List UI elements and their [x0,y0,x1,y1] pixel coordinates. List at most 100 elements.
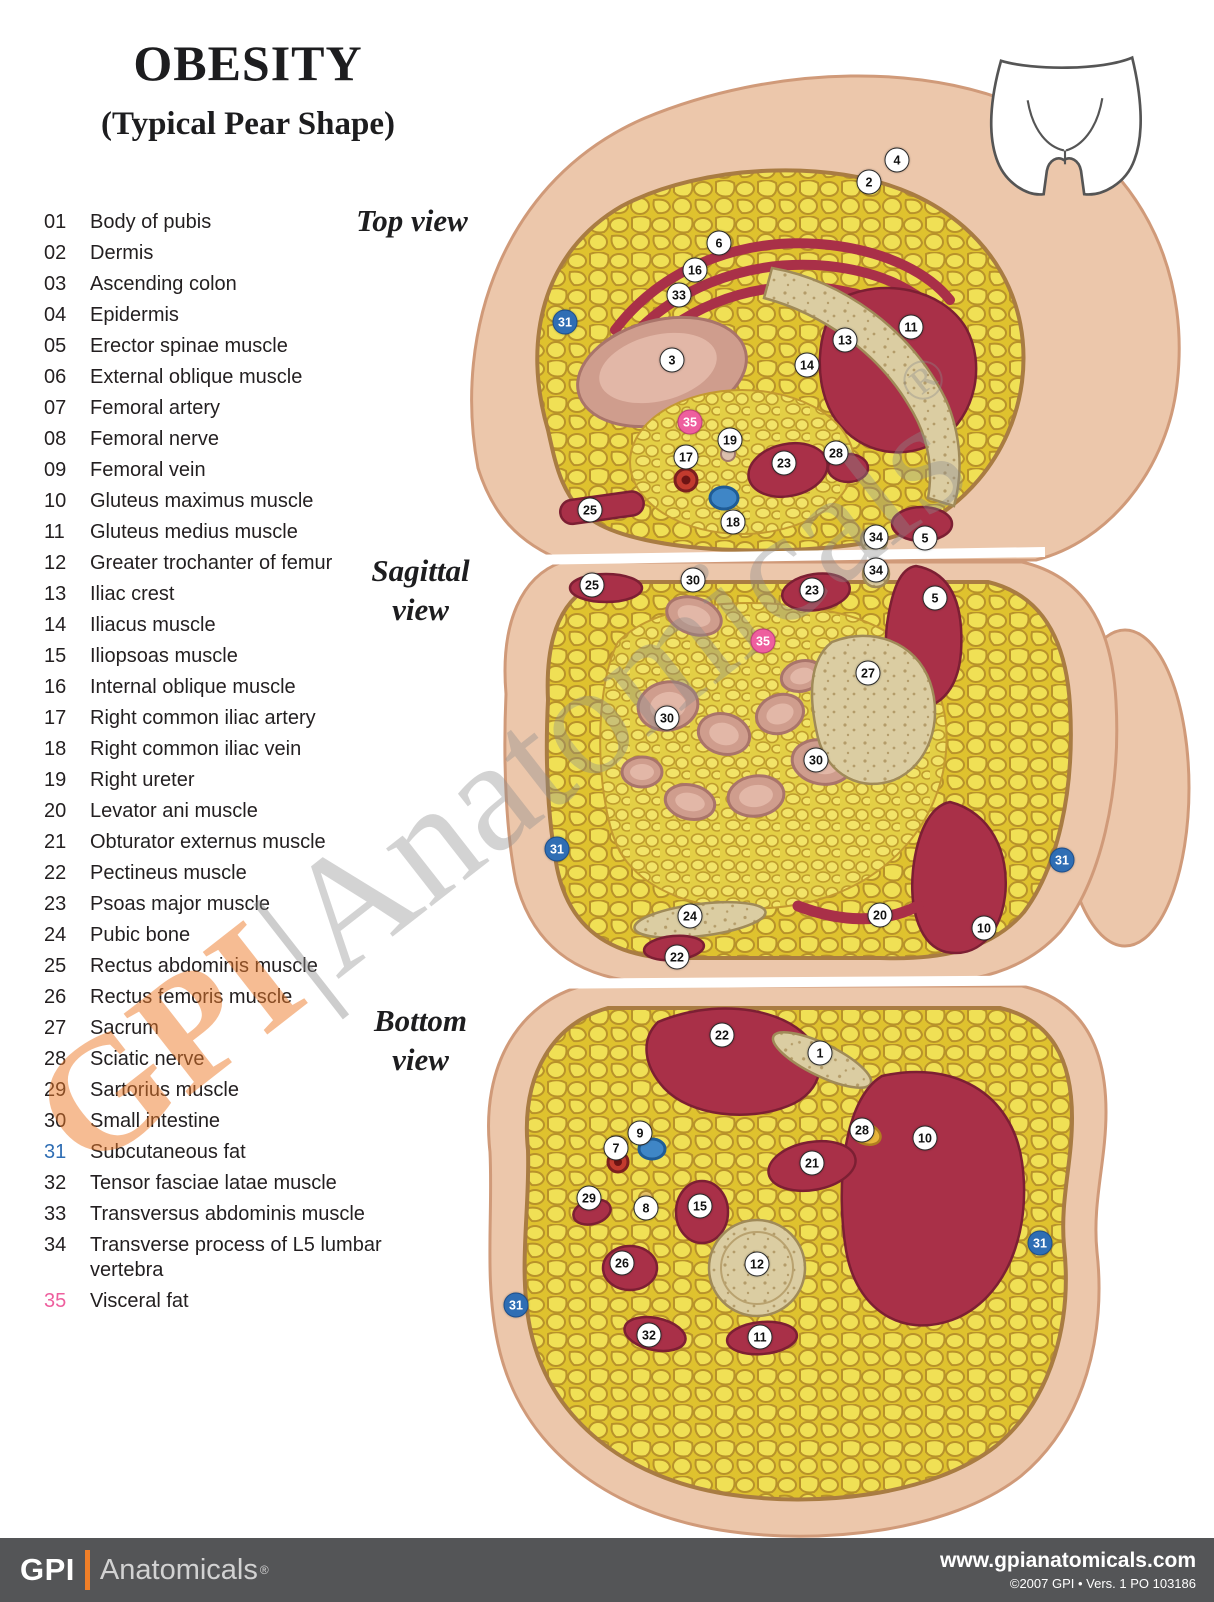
legend-label: Psoas major muscle [90,893,271,915]
page-title: OBESITY [133,35,363,91]
legend-label: Femoral artery [90,397,221,419]
legend-label: Greater trochanter of femur [90,552,333,574]
legend-number: 05 [44,335,67,357]
legend-number: 12 [44,552,67,574]
legend-number: 22 [44,862,67,884]
view-label-top: Top view [356,203,468,238]
legend-number: 08 [44,428,67,450]
legend-item: 33 Transversus abdominis muscle [44,1202,396,1227]
legend-item: 05 Erector spinae muscle [44,334,396,359]
legend-number: 23 [44,893,67,915]
legend-label: Levator ani muscle [90,800,258,822]
legend-item: 24 Pubic bone [44,923,396,948]
legend-label: Subcutaneous fat [90,1141,246,1163]
legend-item: 23 Psoas major muscle [44,892,396,917]
legend-label: Femoral vein [90,459,206,481]
legend-item: 08 Femoral nerve [44,427,396,452]
legend-number: 17 [44,707,67,729]
legend-label: Tensor fasciae latae muscle [90,1172,337,1194]
legend-number: 16 [44,676,67,698]
footer-copyright: ©2007 GPI • Vers. 1 PO 103186 [1009,1576,1196,1591]
bottom-view-section [487,984,1108,1538]
legend-number: 35 [44,1290,67,1312]
footer-info: www.gpianatomicals.com ©2007 GPI • Vers.… [940,1549,1214,1591]
legend-label: Erector spinae muscle [90,335,288,357]
legend-label: Gluteus medius muscle [90,521,298,543]
legend-label: Pectineus muscle [90,862,247,884]
legend-number: 26 [44,986,67,1008]
brand-anatomicals-text: Anatomicals [99,1553,258,1586]
legend-item: 16 Internal oblique muscle [44,675,396,700]
legend-item: 18 Right common iliac vein [44,737,396,762]
legend-number: 11 [44,521,65,543]
legend-number: 02 [44,242,67,264]
legend-item: 12 Greater trochanter of femur [44,551,396,576]
legend-label: Obturator externus muscle [90,831,326,853]
legend-label: Transversus abdominis muscle [90,1203,365,1225]
legend-number: 25 [44,955,67,977]
legend-number: 09 [44,459,67,481]
legend-label: Iliopsoas muscle [90,645,238,667]
legend-item: 20 Levator ani muscle [44,799,396,824]
legend-number: 20 [44,800,67,822]
legend-number: 28 [44,1048,67,1070]
legend-number: 06 [44,366,67,388]
legend-number: 18 [44,738,67,760]
footer-website: www.gpianatomicals.com [940,1549,1196,1572]
brand-registered-mark: ® [259,1563,269,1577]
legend-item: 35 Visceral fat [44,1289,396,1314]
brand-divider [84,1550,90,1590]
legend-number: 15 [44,645,67,667]
brand-gpi-text: GPI [20,1552,75,1587]
legend-item: 07 Femoral artery [44,396,396,421]
legend-number: 32 [44,1172,67,1194]
page-subtitle: (Typical Pear Shape) [101,106,395,142]
legend-label: Visceral fat [90,1290,189,1312]
legend-item: 22 Pectineus muscle [44,861,396,886]
legend-label: Pubic bone [90,924,191,946]
legend-item: 26 Rectus femoris muscle [44,985,396,1010]
legend-label: Femoral nerve [90,428,219,450]
legend-label: Iliacus muscle [90,614,216,636]
legend-label: Right ureter [90,769,195,791]
view-label-bottom: Bottom view [373,1003,467,1077]
legend-label: Iliac crest [90,583,175,605]
legend-number: 24 [44,924,67,946]
legend-label: Rectus femoris muscle [90,986,293,1008]
brand-logo: GPI Anatomicals ® [0,1550,269,1590]
legend-label: Dermis [90,242,154,264]
legend-label: Small intestine [90,1110,221,1132]
legend-label: Right common iliac vein [90,738,302,760]
legend-item: 04 Epidermis [44,303,396,328]
legend-label: Right common iliac artery [90,707,316,729]
legend-number: 03 [44,273,67,295]
legend-label: Gluteus maximus muscle [90,490,314,512]
legend-number: 04 [44,304,67,326]
pear-shape-icon [989,55,1142,196]
legend-label: External oblique muscle [90,366,303,388]
footer-bar: GPI Anatomicals ® www.gpianatomicals.com… [0,1538,1214,1602]
legend-item: 06 External oblique muscle [44,365,396,390]
sagittal-view-section [503,559,1191,985]
legend-item: 30 Small intestine [44,1109,396,1134]
legend-label: Internal oblique muscle [90,676,296,698]
legend-label: Epidermis [90,304,179,326]
legend-number: 30 [44,1110,67,1132]
legend-number: 33 [44,1203,67,1225]
legend-number: 34 [44,1234,67,1256]
legend-number: 07 [44,397,67,419]
